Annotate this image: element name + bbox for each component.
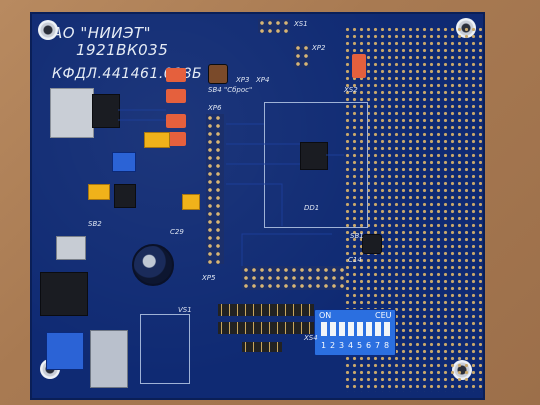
label-xp6: XP6 (208, 104, 222, 112)
pin-strip-lower (218, 322, 314, 334)
jumper-icon (166, 132, 186, 146)
dip-switch-1 (321, 322, 327, 336)
label-xp4: XP4 (256, 76, 270, 84)
label-sb4: SB4 (208, 86, 222, 94)
label-xp3: XP3 (236, 76, 250, 84)
db9-connector (90, 330, 128, 388)
jumper-icon (166, 114, 186, 128)
label-c14: C14 (348, 256, 362, 264)
ldo-chip (114, 184, 136, 208)
label-sb1: SB1 (350, 232, 364, 240)
capacitor-icon (132, 244, 174, 286)
dip-number: 8 (384, 341, 390, 350)
label-sb2: SB2 (88, 220, 102, 228)
label-c29: C29 (170, 228, 184, 236)
jumper-icon (352, 54, 366, 78)
chip-text: 1921ВК035 (76, 41, 169, 59)
label-xp5: XP5 (202, 274, 216, 282)
user-button (362, 234, 382, 254)
mounting-hole-icon (38, 20, 58, 40)
label-dd1: DD1 (304, 204, 320, 212)
dip-number: 5 (357, 341, 363, 350)
pin-strip-small (242, 342, 282, 352)
label-xs1: XS1 (294, 20, 308, 28)
dip-number: 7 (375, 341, 381, 350)
power-jack (40, 272, 88, 316)
module-outline-vs1 (140, 314, 190, 384)
regulator-chip (92, 94, 120, 128)
dip-number: 2 (330, 341, 336, 350)
dip-number: 3 (339, 341, 345, 350)
tantalum-capacitor (182, 194, 200, 210)
label-xp2: XP2 (312, 44, 326, 52)
pin-header-xs1 (258, 19, 290, 33)
pin-header-xp6 (206, 114, 224, 264)
label-reset: "Сброс" (224, 86, 253, 94)
label-xs4: XS4 (304, 334, 318, 342)
dip-on-label: ON (319, 311, 332, 320)
dip-switch-icon: ON CEU 1 2 3 4 5 6 7 8 (314, 309, 396, 356)
pin-strip-upper (218, 304, 314, 316)
label-vs1: VS1 (178, 306, 192, 314)
socket-outline-xs2 (264, 102, 368, 228)
pin-header-xp2 (294, 44, 310, 68)
toggle-switch (56, 236, 86, 260)
label-xs2: XS2 (344, 86, 358, 94)
microcontroller-chip (300, 142, 328, 170)
jumper-icon (166, 89, 186, 103)
dip-switch-2 (330, 322, 336, 336)
pin-header-xp5 (242, 266, 346, 290)
tantalum-capacitor (88, 184, 110, 200)
dip-switch-5 (357, 322, 363, 336)
pcb-board: АО "НИИЭТ" 1921ВК035 КФДЛ.441461.018Б XS… (30, 12, 485, 400)
dip-switch-8 (384, 322, 390, 336)
dip-number: 4 (348, 341, 354, 350)
reset-button (208, 64, 228, 84)
dip-brand-label: CEU (375, 311, 392, 320)
doc-number-text: КФДЛ.441461.018Б (52, 66, 203, 82)
dip-switch-3 (339, 322, 345, 336)
dip-switch-7 (375, 322, 381, 336)
pcb-traces (118, 109, 344, 266)
dip-switch-6 (366, 322, 372, 336)
terminal-block (46, 332, 84, 370)
trimmer-pot (112, 152, 136, 172)
dip-number: 1 (321, 341, 327, 350)
dip-switch-4 (348, 322, 354, 336)
jumper-icon (166, 68, 186, 82)
dip-number: 6 (366, 341, 372, 350)
maker-text: АО "НИИЭТ" (52, 24, 151, 42)
tantalum-capacitor (144, 132, 170, 148)
